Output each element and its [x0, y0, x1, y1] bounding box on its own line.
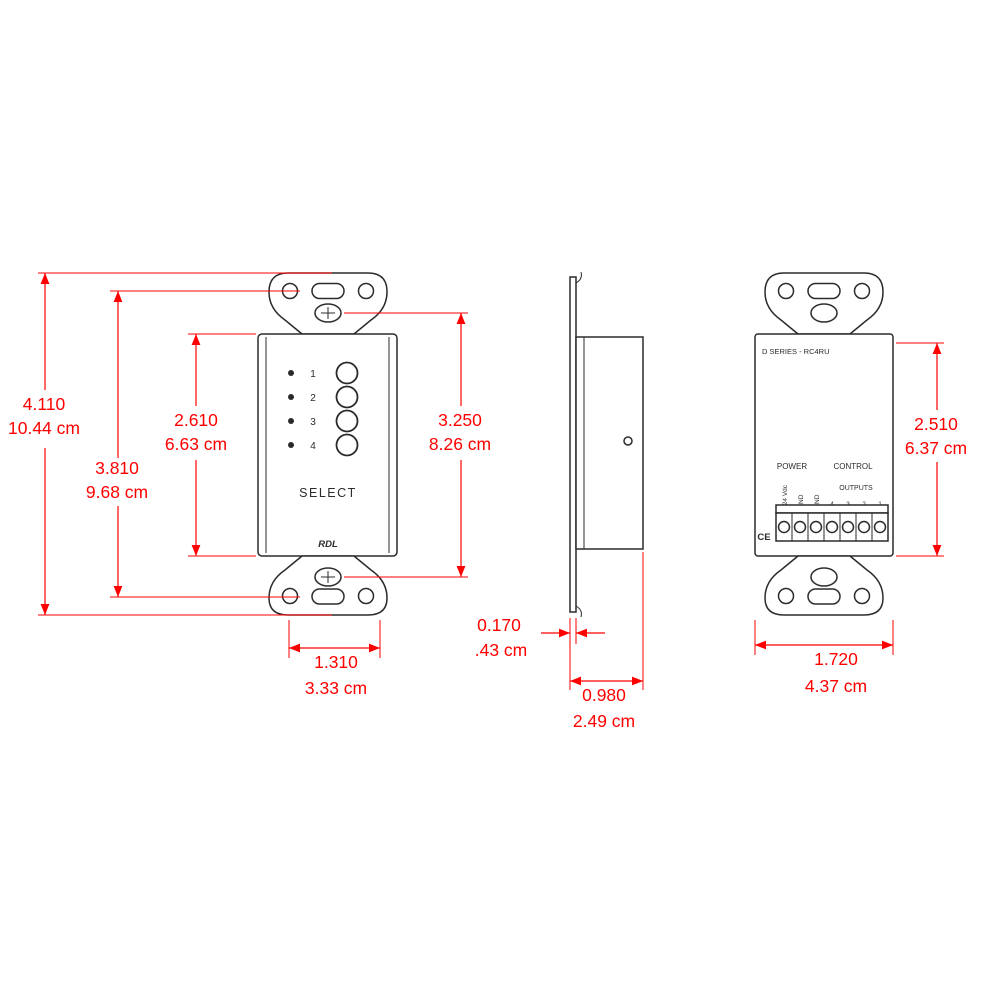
dim-value-in: 0.170 — [477, 615, 521, 635]
channel-label-4: 4 — [310, 441, 316, 452]
select-button-3 — [335, 409, 359, 433]
terminal-block — [775, 504, 889, 542]
terminal-screw — [825, 520, 839, 534]
terminal-label-gnd-1: GND — [798, 494, 805, 509]
led-3 — [288, 418, 294, 424]
channel-label-3: 3 — [310, 417, 316, 428]
dim-mounting-screw-spacing: 3.810 9.68 cm — [86, 290, 300, 598]
mounting-hole — [777, 282, 795, 300]
brand-label: RDL — [318, 539, 338, 550]
dim-opening-width: 1.310 3.33 cm — [288, 620, 381, 698]
dim-value-in: 2.610 — [174, 410, 218, 430]
front-plate — [257, 333, 398, 557]
terminal-screw — [809, 520, 823, 534]
terminal-screw — [793, 520, 807, 534]
side-plate-top-hook — [575, 271, 582, 284]
channel-label-2: 2 — [310, 393, 316, 404]
terminal-screw — [841, 520, 855, 534]
front-view: 1 2 3 4 SELECT RDL — [257, 272, 398, 616]
terminal-label-gnd-2: GND — [814, 494, 821, 509]
dim-body-width: 1.720 4.37 cm — [754, 620, 894, 696]
ce-mark: CE — [757, 532, 770, 543]
mounting-slot — [311, 282, 345, 300]
mounting-hole — [853, 282, 871, 300]
mounting-slot — [807, 282, 841, 300]
mounting-slot — [311, 588, 345, 605]
led-2 — [288, 394, 294, 400]
mounting-hole — [357, 587, 375, 605]
dimensions: 4.110 10.44 cm 3.810 9.68 cm 2.610 6.63 … — [8, 272, 967, 731]
dim-value-cm: 6.37 cm — [905, 438, 967, 458]
mounting-hole — [357, 282, 375, 300]
dim-bracket-screw-spacing: 3.250 8.26 cm — [344, 312, 491, 578]
led-1 — [288, 370, 294, 376]
bracket-slot — [810, 303, 838, 323]
dim-plate-thickness: 0.170 .43 cm — [475, 615, 605, 690]
dim-value-cm: 6.63 cm — [165, 434, 227, 454]
side-screw-hole — [623, 436, 633, 446]
dim-value-cm: 9.68 cm — [86, 482, 148, 502]
select-label: SELECT — [299, 486, 357, 500]
dim-value-in: 3.250 — [438, 410, 482, 430]
dim-value-cm: 10.44 cm — [8, 418, 80, 438]
dim-value-cm: 8.26 cm — [429, 434, 491, 454]
model-label: D SERIES - RC4RU — [762, 347, 830, 356]
bracket-screw-top — [314, 303, 342, 323]
dim-value-cm: 3.33 cm — [305, 678, 367, 698]
mounting-hole — [777, 587, 795, 605]
terminal-screw — [873, 520, 887, 534]
dim-rear-body-height: 2.510 6.37 cm — [896, 342, 967, 557]
mounting-hole — [281, 587, 299, 605]
dim-value-in: 4.110 — [23, 394, 66, 414]
side-view — [569, 271, 644, 618]
terminal-block-top-strip — [775, 504, 889, 514]
power-label: POWER — [777, 462, 807, 471]
outputs-label: OUTPUTS — [839, 485, 873, 492]
dim-value-cm: 4.37 cm — [805, 676, 867, 696]
select-button-4 — [335, 433, 359, 457]
bracket-slot — [810, 567, 838, 587]
dim-value-in: 3.810 — [95, 458, 139, 478]
rear-view: D SERIES - RC4RU POWER CONTROL +24 Vdc G… — [754, 272, 894, 616]
dim-value-in: 2.510 — [914, 414, 958, 434]
dim-value-in: 0.980 — [582, 685, 626, 705]
side-body — [575, 336, 644, 550]
dim-opening-height: 2.610 6.63 cm — [165, 333, 256, 557]
dim-value-in: 1.310 — [314, 652, 358, 672]
side-plate-edge — [569, 276, 577, 613]
terminal-screw — [777, 520, 791, 534]
mounting-hole — [853, 587, 871, 605]
terminal-screw — [857, 520, 871, 534]
control-label: CONTROL — [833, 462, 873, 471]
dim-value-cm: 2.49 cm — [573, 711, 635, 731]
dim-overall-height: 4.110 10.44 cm — [8, 272, 332, 616]
channel-label-1: 1 — [310, 369, 316, 380]
dim-depth: 0.980 2.49 cm — [570, 552, 644, 731]
dim-value-cm: .43 cm — [475, 640, 528, 660]
dim-value-in: 1.720 — [814, 649, 858, 669]
bracket-screw-bottom — [314, 567, 342, 587]
terminal-label-24vdc: +24 Vdc — [782, 484, 789, 509]
side-plate-bottom-hook — [575, 605, 582, 618]
select-button-2 — [335, 385, 359, 409]
select-button-1 — [335, 361, 359, 385]
mounting-slot — [807, 588, 841, 605]
led-4 — [288, 442, 294, 448]
